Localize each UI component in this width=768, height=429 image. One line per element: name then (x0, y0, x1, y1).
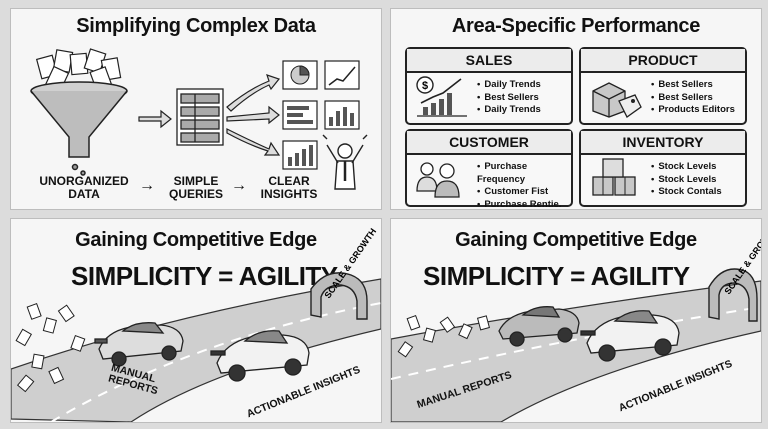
celebrating-person-icon (322, 134, 368, 190)
table-icon (176, 88, 224, 146)
box-customer: CUSTOMER Purchase Frequency Customer Fis… (405, 129, 573, 209)
car-insights-icon (580, 310, 680, 362)
box-heading: CUSTOMER (407, 131, 571, 155)
list-item: Daily Trends (477, 79, 541, 92)
panel-competitive-edge-1: Gaining Competitive Edge SIMPLICITY = AG… (10, 218, 382, 423)
list-item: Customer Fist (477, 186, 571, 199)
people-icon (416, 162, 460, 198)
slogan: SIMPLICITY = AGILITY (423, 261, 690, 291)
panel-area-performance: Area-Specific Performance SALES $ Daily … (390, 8, 762, 210)
panel-competitive-edge-2: Gaining Competitive Edge SIMPLICITY = AG… (390, 218, 762, 423)
line-chart-icon (328, 66, 356, 86)
car-insights-icon (210, 330, 310, 382)
rising-bars-icon (288, 145, 313, 166)
car-manual-icon (94, 322, 184, 367)
race-road-illustration: SCALE & GROWTH (391, 222, 761, 422)
list-item: Best Sellers (477, 92, 541, 105)
arrow-icon (138, 109, 172, 129)
list-item: Stock Contals (651, 186, 721, 199)
bar-chart-icon (329, 107, 354, 126)
flying-papers-icon (15, 303, 86, 393)
car-manual-icon (498, 306, 580, 347)
funnel-icon (30, 81, 128, 176)
box-heading: SALES (407, 49, 571, 73)
box-heading: INVENTORY (581, 131, 745, 155)
list-item: Best Sellers (651, 79, 735, 92)
box-sales: SALES $ Daily Trends Best Sellers Daily … (405, 47, 573, 125)
box-heading: PRODUCT (581, 49, 745, 73)
hbar-chart-icon (287, 106, 313, 124)
slogan: SIMPLICITY = AGILITY (71, 261, 338, 291)
chart-tiles (282, 60, 360, 170)
panel-title: Gaining Competitive Edge (75, 229, 317, 251)
chart-dollar-icon: $ (416, 76, 467, 117)
list-item: Products Editors (651, 104, 735, 117)
panel-simplifying-data: Simplifying Complex Data (10, 8, 382, 210)
flow-arrow: → (139, 177, 155, 194)
box-inventory: INVENTORY Stock Levels Stock Levels Stoc… (579, 129, 747, 207)
boxes-tag-icon (592, 82, 642, 118)
panel-title: Simplifying Complex Data (76, 15, 316, 37)
branch-arrows-icon (226, 74, 281, 156)
box-product: PRODUCT Best Sellers Best Sellers Produc… (579, 47, 747, 125)
panel-title: Area-Specific Performance (451, 15, 701, 37)
stacked-boxes-icon (592, 158, 636, 196)
scale-growth-gate-icon (310, 272, 368, 320)
race-road-illustration: SCALE & GROWTH (11, 226, 381, 422)
list-item: Stock Levels (651, 161, 722, 174)
flow-arrow: → (231, 177, 247, 194)
data-flow-illustration (30, 48, 368, 190)
panel-title: Gaining Competitive Edge (455, 229, 697, 251)
list-item: Best Sellers (651, 92, 735, 105)
svg-text:$: $ (422, 80, 428, 92)
flying-papers-icon (397, 315, 490, 358)
scale-growth-gate-icon (708, 268, 758, 322)
list-item: Daily Trends (477, 104, 541, 117)
list-item: Stock Levels (651, 174, 722, 187)
list-item: Purchase Frequency (477, 161, 571, 186)
pie-chart-icon (290, 65, 310, 85)
list-item: Purchase Rentie. (477, 199, 571, 210)
